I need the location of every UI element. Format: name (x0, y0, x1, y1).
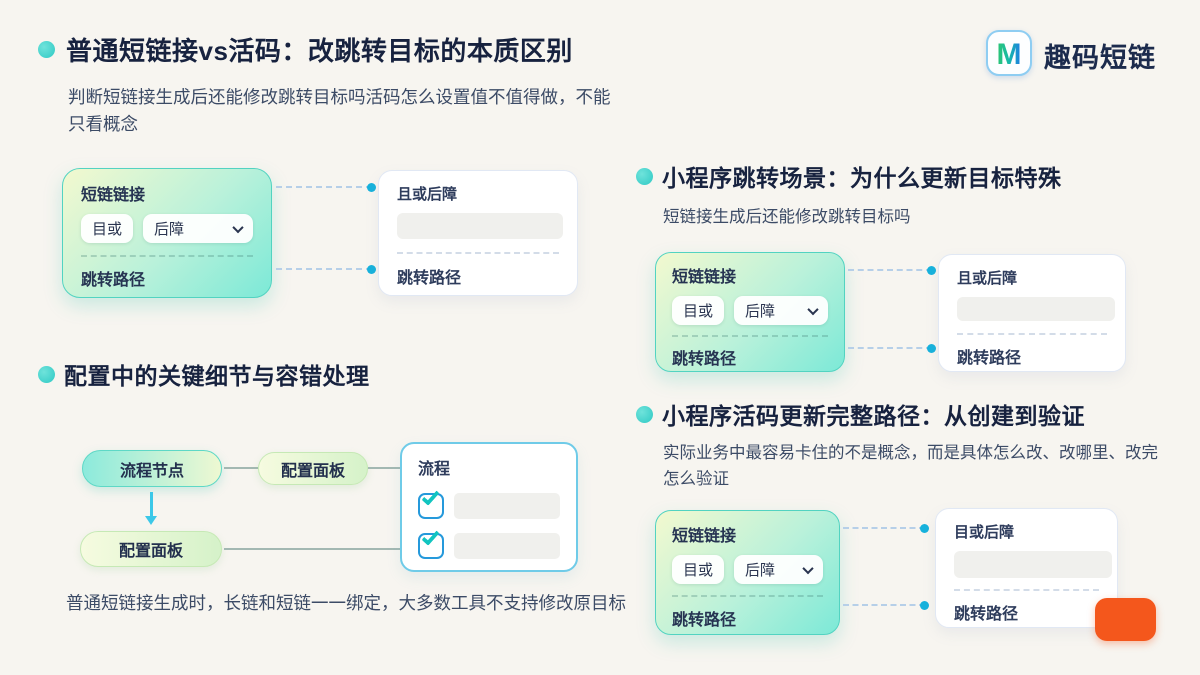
shortlink-card-1: 短链链接 目或 后障 跳转路径 (62, 168, 272, 298)
dropdown-value: 后障 (745, 303, 776, 320)
connector-line (848, 344, 936, 353)
card-label: 且或后障 (957, 270, 1018, 287)
section3-caption: 普通短链接生成时，长链和短链一一绑定，大多数工具不支持修改原目标 (66, 593, 626, 613)
section2-bullet-icon (636, 168, 653, 185)
target-card-1: 且或后障 跳转路径 (378, 170, 578, 296)
orange-action-button[interactable] (1095, 598, 1156, 641)
section3-bullet-icon (38, 366, 55, 383)
path-label: 跳转路径 (397, 270, 462, 287)
shortlink-card-4: 短链链接 目或 后障 跳转路径 (655, 510, 840, 635)
section4-bullet-icon (636, 406, 653, 423)
check-icon (421, 487, 440, 506)
flow-node-process: 流程节点 (82, 450, 222, 487)
path-label: 跳转路径 (954, 606, 1019, 623)
checklist-row (418, 527, 560, 559)
connector-dot (927, 344, 936, 353)
target-dropdown[interactable]: 后障 (734, 555, 823, 584)
field-chip: 目或 (81, 214, 134, 243)
connector-line (843, 601, 929, 610)
section4-title: 小程序活码更新完整路径：从创建到验证 (662, 403, 1085, 429)
section3-title: 配置中的关键细节与容错处理 (64, 363, 370, 389)
dropdown-value: 后障 (154, 221, 185, 238)
brand-name: 趣码短链 (1044, 43, 1156, 73)
shortlink-card-2: 短链链接 目或 后障 跳转路径 (655, 252, 845, 372)
check-icon (421, 527, 440, 546)
input-placeholder (454, 533, 560, 559)
arrow-down-icon (145, 516, 157, 525)
flow-line (368, 467, 400, 469)
svg-text:M: M (997, 38, 1022, 71)
card-label: 短链链接 (672, 528, 737, 545)
target-card-4: 目或后障 跳转路径 (935, 508, 1118, 628)
section2-subtitle: 短链接生成后还能修改跳转目标吗 (663, 208, 911, 226)
field-chip: 目或 (672, 296, 725, 325)
section4-subtitle: 实际业务中最容易卡住的不是概念，而是具体怎么改、改哪里、改完怎么验证 (663, 444, 1158, 488)
divider (397, 252, 559, 254)
checklist-row (418, 487, 560, 519)
card-label: 短链链接 (672, 269, 737, 286)
chevron-down-icon (807, 303, 819, 315)
checkbox-checked[interactable] (418, 487, 444, 519)
flow-line (224, 548, 400, 550)
connector-dot (367, 183, 376, 192)
connector-line (276, 183, 376, 192)
section1-title: 普通短链接vs活码：改跳转目标的本质区别 (66, 36, 573, 66)
section1-subtitle: 判断短链接生成后还能修改跳转目标吗活码怎么设置值不值得做，不能只看概念 (68, 87, 611, 134)
connector-line (276, 265, 376, 274)
connector-dot (367, 265, 376, 274)
path-label: 跳转路径 (957, 350, 1022, 367)
chevron-down-icon (232, 221, 244, 233)
dropdown-value: 后障 (745, 562, 776, 579)
input-placeholder (454, 493, 560, 519)
flow-arrow-line (150, 492, 153, 516)
flow-line (224, 467, 258, 469)
input-placeholder (397, 213, 563, 239)
divider (672, 335, 828, 337)
process-panel: 流程 (400, 442, 578, 572)
divider (954, 589, 1099, 591)
brand-logo-icon: M (986, 30, 1032, 76)
connector-dot (927, 266, 936, 275)
divider (81, 255, 253, 257)
path-label: 跳转路径 (81, 272, 146, 289)
input-placeholder (954, 551, 1112, 578)
path-label: 跳转路径 (672, 612, 737, 629)
checkbox-checked[interactable] (418, 527, 444, 559)
card-label: 目或后障 (954, 524, 1015, 541)
divider (957, 333, 1107, 335)
connector-line (843, 524, 929, 533)
path-label: 跳转路径 (672, 351, 737, 368)
target-dropdown[interactable]: 后障 (143, 214, 253, 243)
connector-dot (920, 601, 929, 610)
target-card-2: 且或后障 跳转路径 (938, 254, 1126, 372)
connector-dot (920, 524, 929, 533)
input-placeholder (957, 297, 1115, 321)
section2-title: 小程序跳转场景：为什么更新目标特殊 (662, 165, 1062, 191)
chevron-down-icon (802, 562, 814, 574)
card-label: 且或后障 (397, 186, 458, 203)
connector-line (848, 266, 936, 275)
flow-node-config-top: 配置面板 (258, 452, 368, 485)
field-chip: 目或 (672, 555, 725, 584)
flow-node-config-bottom: 配置面板 (80, 531, 222, 567)
target-dropdown[interactable]: 后障 (734, 296, 828, 325)
panel-label: 流程 (418, 461, 451, 478)
card-label: 短链链接 (81, 187, 146, 204)
section1-bullet-icon (38, 41, 55, 58)
m-gradient-icon: M (997, 38, 1022, 71)
divider (672, 595, 823, 597)
